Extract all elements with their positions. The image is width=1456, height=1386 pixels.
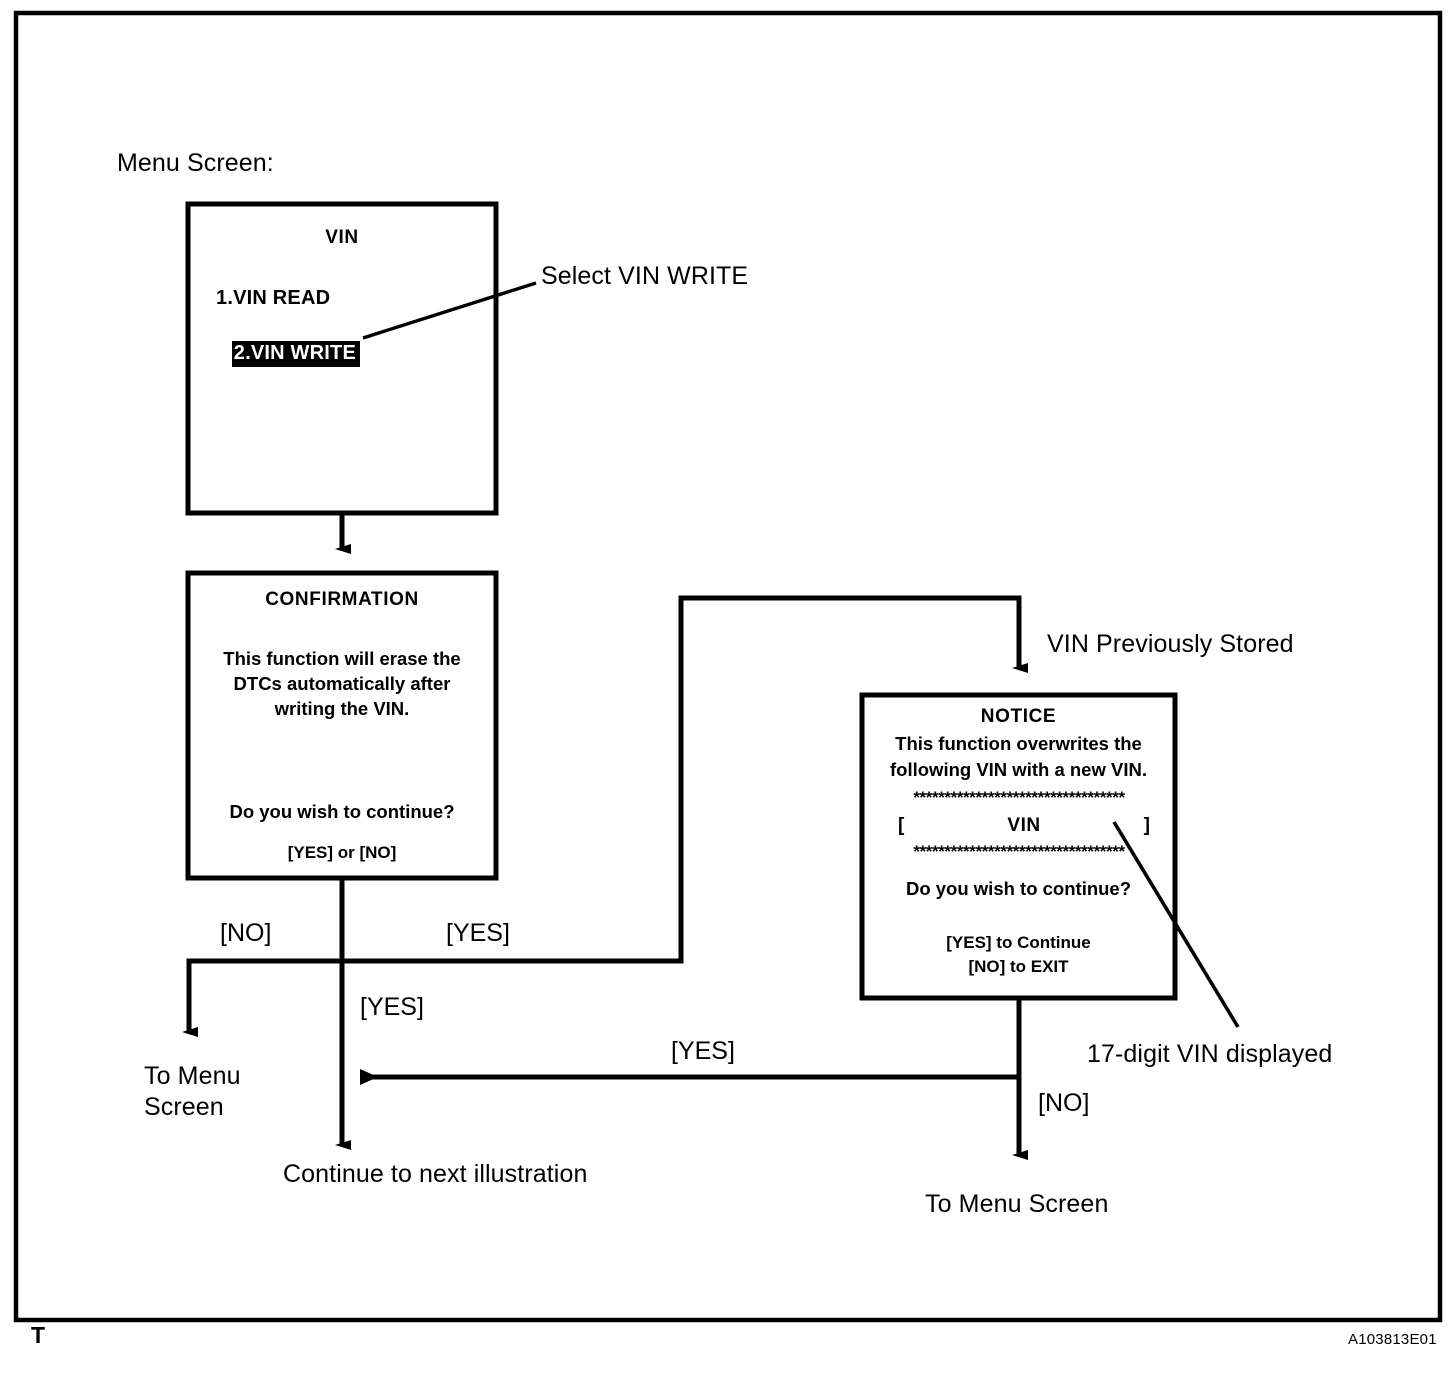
notice-vin-row: [ VIN ]: [898, 815, 1150, 837]
connector-no-branch: [182, 958, 342, 1037]
leader-17-digit-vin: [1112, 821, 1240, 1028]
label-yes-down: [YES]: [360, 993, 424, 1021]
page-border: [13, 10, 1443, 1323]
confirmation-body-line-2: DTCs automatically after: [233, 673, 451, 694]
menu-item-vin-write[interactable]: 2.VIN WRITE: [231, 340, 360, 368]
confirmation-question: Do you wish to continue?: [229, 801, 455, 822]
confirmation-body-line-1: This function will erase the: [223, 648, 461, 669]
terminal-to-menu-screen-left-line1: To Menu: [144, 1062, 241, 1090]
notice-body-line-1: This function overwrites the: [895, 733, 1142, 754]
menu-screen-caption: Menu Screen:: [117, 149, 274, 177]
label-no-from-confirmation: [NO]: [220, 919, 272, 947]
connector-yes-to-notice: [342, 595, 1028, 964]
vin-right-bracket: ]: [1143, 815, 1150, 836]
notice-option-no: [NO] to EXIT: [968, 957, 1069, 976]
menu-item-vin-write-wrapper[interactable]: 2.VIN WRITE: [214, 322, 360, 386]
terminal-to-menu-screen-right: To Menu Screen: [925, 1190, 1109, 1218]
vin-left-bracket: [: [898, 815, 905, 836]
label-yes-return: [YES]: [671, 1037, 735, 1065]
confirmation-box: [185, 570, 499, 881]
annotation-vin-previously-stored: VIN Previously Stored: [1047, 630, 1294, 658]
menu-item-vin-read[interactable]: 1.VIN READ: [216, 287, 331, 309]
corner-marker-t: T: [31, 1322, 46, 1348]
confirmation-title: CONFIRMATION: [265, 589, 419, 610]
confirmation-options: [YES] or [NO]: [287, 843, 397, 862]
terminal-to-menu-screen-left-line2: Screen: [144, 1093, 224, 1121]
reference-code: A103813E01: [1348, 1331, 1437, 1348]
notice-question: Do you wish to continue?: [905, 878, 1132, 899]
notice-option-yes: [YES] to Continue: [946, 933, 1091, 952]
notice-body-line-2: following VIN with a new VIN.: [890, 759, 1147, 780]
terminal-continue-next-illustration: Continue to next illustration: [283, 1160, 588, 1188]
vin-placeholder: VIN: [1007, 815, 1041, 836]
label-yes-to-notice: [YES]: [446, 919, 510, 947]
notice-box: [859, 692, 1178, 1001]
confirmation-body-line-3: writing the VIN.: [274, 698, 410, 719]
notice-title: NOTICE: [980, 706, 1057, 727]
notice-separator-top: **********************************: [913, 788, 1125, 807]
vin-menu-title: VIN: [325, 227, 359, 248]
label-no-from-notice: [NO]: [1038, 1089, 1090, 1117]
annotation-select-vin-write: Select VIN WRITE: [541, 262, 749, 290]
notice-separator-bottom: **********************************: [913, 842, 1125, 861]
annotation-17-digit-vin: 17-digit VIN displayed: [1087, 1040, 1333, 1068]
leader-select-vin-write: [362, 281, 537, 340]
